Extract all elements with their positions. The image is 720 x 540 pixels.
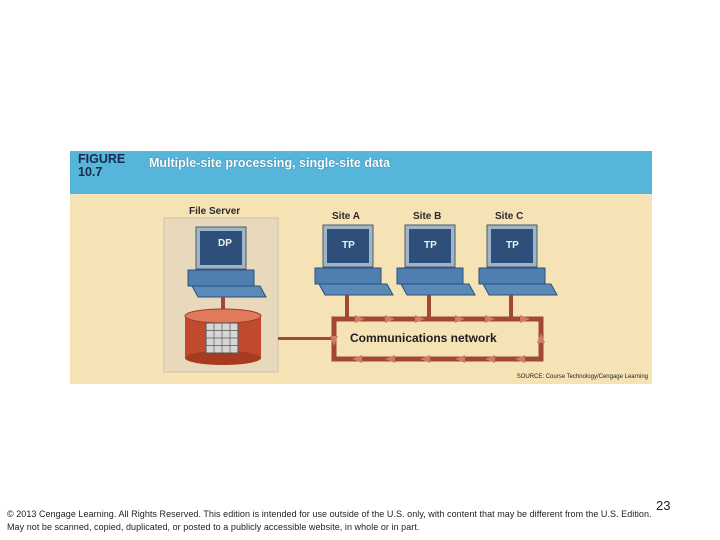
database-icon — [184, 308, 262, 365]
server-computer-icon — [187, 226, 267, 298]
server-db-connector — [221, 297, 225, 311]
footer-line-1: © 2013 Cengage Learning. All Rights Rese… — [7, 509, 652, 519]
figure-header: FIGURE 10.7 Multiple-site processing, si… — [70, 151, 652, 194]
figure-number-text: 10.7 — [78, 165, 103, 179]
diagram-graphics — [163, 217, 558, 373]
network-arrows — [330, 315, 545, 363]
copyright-footer: © 2013 Cengage Learning. All Rights Rese… — [7, 508, 652, 534]
figure-label-text: FIGURE — [78, 152, 126, 166]
source-credit: SOURCE: Course Technology/Cengage Learni… — [516, 374, 648, 380]
slide-number: 23 — [656, 498, 671, 513]
site-c-computer-icon — [478, 224, 558, 319]
site-a-label: Site A — [332, 211, 360, 222]
site-b-computer-icon — [396, 224, 476, 319]
site-b-label: Site B — [413, 211, 442, 222]
figure-title: Multiple-site processing, single-site da… — [149, 156, 391, 170]
site-c-label: Site C — [495, 211, 524, 222]
file-server-label: File Server — [189, 206, 241, 217]
site-b-screen-text: TP — [424, 240, 437, 251]
site-c-screen-text: TP — [506, 240, 519, 251]
server-screen-text: DP — [218, 238, 232, 249]
figure-number: FIGURE 10.7 — [78, 153, 125, 179]
server-network-link — [278, 337, 336, 340]
site-a-computer-icon — [314, 224, 394, 319]
network-label: Communications network — [350, 331, 497, 345]
footer-line-2: May not be scanned, copied, duplicated, … — [7, 522, 420, 532]
site-a-screen-text: TP — [342, 240, 355, 251]
figure-panel: FIGURE 10.7 Multiple-site processing, si… — [70, 151, 652, 384]
